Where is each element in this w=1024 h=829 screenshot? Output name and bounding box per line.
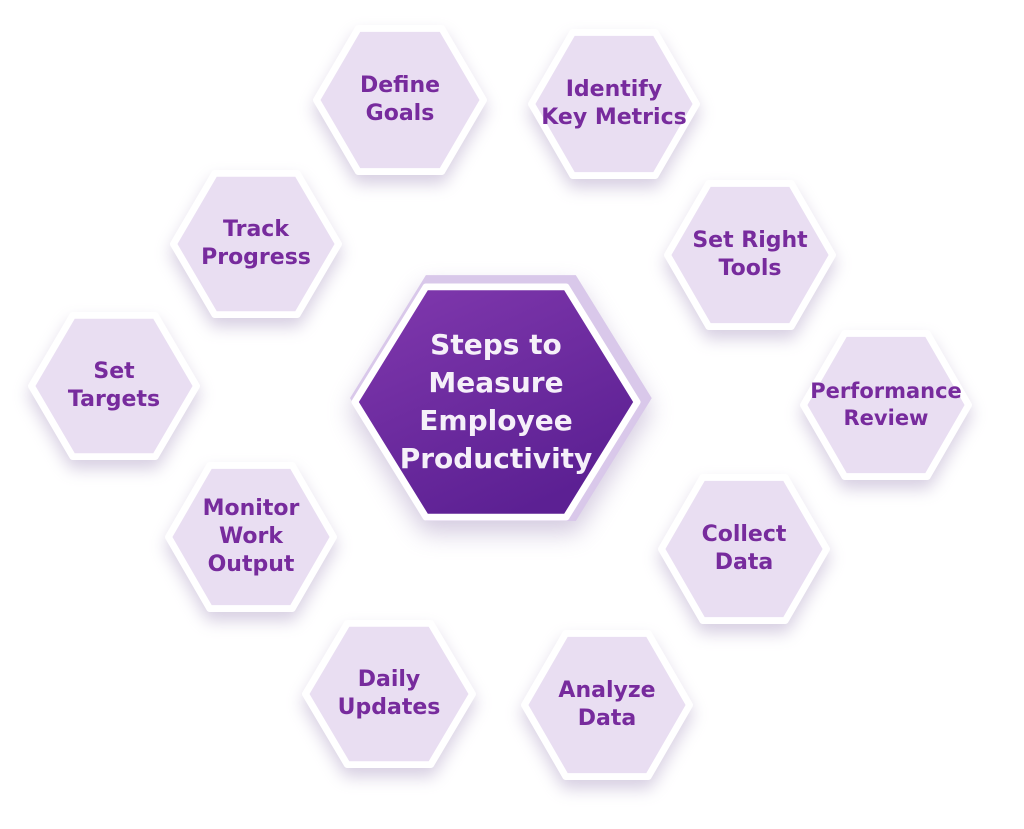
node-analyze-data: Analyze Data [521, 630, 693, 780]
hexagon-shape [313, 25, 487, 175]
node-identify-key-metrics: Identify Key Metrics [528, 29, 700, 179]
node-label: Set Right Tools [692, 228, 808, 281]
node-label: Performance Review [810, 379, 962, 430]
node-label: Identify Key Metrics [541, 77, 687, 130]
hexagon-shape [528, 29, 700, 179]
node-label: Daily Updates [337, 667, 441, 720]
node-label: Define Goals [359, 73, 441, 126]
hexagon-shape [170, 170, 342, 318]
hexagon-shape [165, 462, 337, 612]
hexagon-shape [664, 180, 836, 330]
node-label: Collect Data [701, 522, 787, 575]
node-label: Set Targets [67, 359, 161, 412]
center-node-title: Steps to Measure Employee Productivity [350, 275, 652, 522]
node-monitor-work-output: Monitor Work Output [165, 462, 337, 612]
hexagon-shape [800, 330, 972, 480]
hexagon-shape [658, 474, 830, 624]
node-label: Monitor Work Output [202, 496, 300, 577]
node-label: Track Progress [201, 217, 311, 270]
node-daily-updates: Daily Updates [302, 620, 476, 769]
hexagon-shape [28, 312, 200, 460]
node-performance-review: Performance Review [800, 330, 972, 480]
node-track-progress: Track Progress [170, 170, 342, 318]
node-collect-data: Collect Data [658, 474, 830, 624]
node-set-right-tools: Set Right Tools [664, 180, 836, 330]
hexagon-shape [302, 620, 476, 769]
hexagon-shape [521, 630, 693, 780]
node-define-goals: Define Goals [313, 25, 487, 175]
node-label: Analyze Data [558, 678, 656, 731]
center-hexagon-shape [350, 275, 652, 522]
node-set-targets: Set Targets [28, 312, 200, 460]
diagram-title: Steps to Measure Employee Productivity [399, 327, 593, 476]
